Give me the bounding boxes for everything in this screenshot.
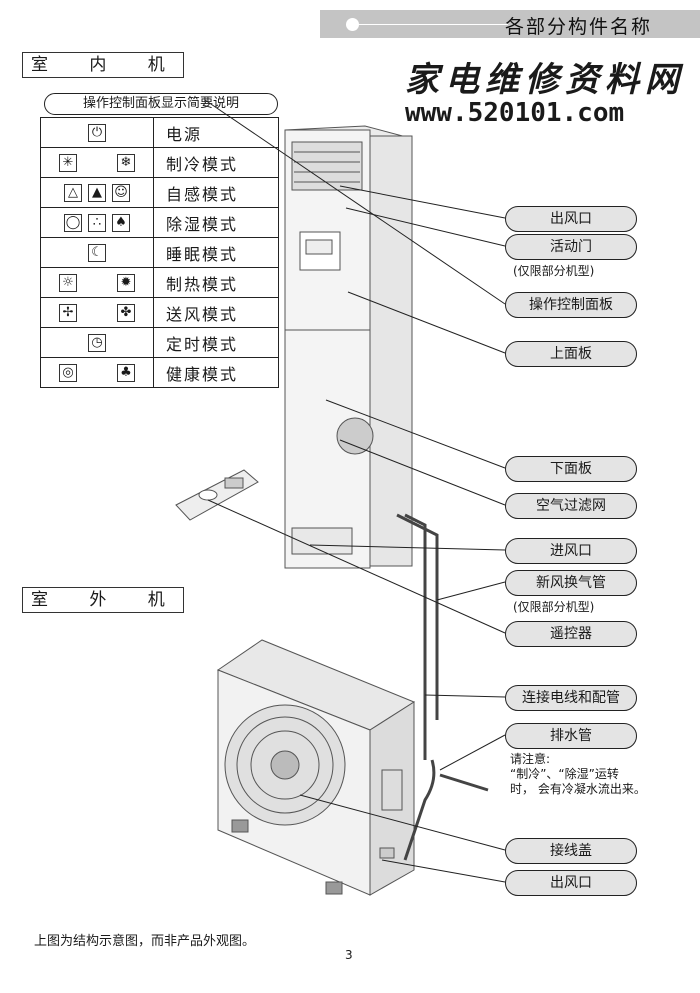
outdoor-air-outlet-callout: 出风口: [505, 870, 637, 896]
mode-icon-group: ☼: [56, 273, 80, 293]
mode-label: 睡眠模式: [153, 237, 279, 268]
lower-panel-callout: 下面板: [505, 456, 637, 482]
watermark-url: www.520101.com: [405, 98, 625, 128]
fresh-air-pipe-callout: 新风换气管: [505, 570, 637, 596]
upper-panel-callout: 上面板: [505, 341, 637, 367]
header-dot: [346, 18, 359, 31]
mode-icon-group: ✢: [56, 303, 80, 323]
drain-pipe-callout: 排水管: [505, 723, 637, 749]
air-outlet-callout: 出风口: [505, 206, 637, 232]
page-number: 3: [345, 948, 353, 962]
mode-icon-group: ◎: [56, 363, 80, 383]
fan-filled-icon: ✤: [117, 304, 135, 323]
mode-row: △▲☺自感模式: [40, 177, 279, 208]
header-line: [358, 24, 508, 25]
triangle-filled-icon: ▲: [88, 184, 106, 203]
power-icon: ⏻: [88, 124, 106, 143]
indoor-unit-label: 室 内 机: [22, 52, 184, 78]
mode-label: 定时模式: [153, 327, 279, 358]
tree-icon: ♣: [117, 364, 135, 383]
sun-filled-icon: ✹: [117, 274, 135, 293]
mode-icon-group: ◯ ∴ ♠: [61, 213, 133, 233]
snowflake-filled-icon: ❄: [117, 154, 135, 173]
drain-note-line1: 请注意:: [510, 752, 551, 766]
remote-control: [175, 469, 259, 521]
droplet-icon: ◯: [64, 214, 82, 233]
drain-note: 请注意: “制冷”、“除湿”运转 时， 会有冷凝水流出来。: [510, 752, 646, 797]
mode-row: ✳❄制冷模式: [40, 147, 279, 178]
leader-lines: [204, 99, 506, 883]
outdoor-unit-label: 室 外 机: [22, 587, 184, 613]
sun-outline-icon: ☼: [59, 274, 77, 293]
mode-label: 送风模式: [153, 297, 279, 328]
control-panel-callout: 操作控制面板: [505, 292, 637, 318]
air-inlet-callout: 进风口: [505, 538, 637, 564]
mode-icon-group: ✳: [56, 153, 80, 173]
mode-label: 除湿模式: [153, 207, 279, 238]
mode-icon-group: △ ▲ ☺: [61, 183, 133, 203]
mode-icons: △ ▲ ☺: [40, 177, 154, 208]
snowflake-outline-icon: ✳: [59, 154, 77, 173]
health-icon: ◎: [59, 364, 77, 383]
clock-icon: ◷: [88, 334, 106, 353]
footer-note: 上图为结构示意图，而非产品外观图。: [34, 934, 256, 949]
indoor-unit: [284, 125, 413, 569]
mode-row: ◎♣健康模式: [40, 357, 279, 388]
mode-icon-group: ◷: [85, 333, 109, 353]
triangle-outline-icon: △: [64, 184, 82, 203]
mode-icon-group: ♣: [114, 363, 138, 383]
mode-icons: ◎♣: [40, 357, 154, 388]
dry-icon: ♠: [112, 214, 130, 233]
feel-icon: ☺: [112, 184, 130, 203]
mode-icon-group: ⏻: [85, 123, 109, 143]
mode-icons: ◯ ∴ ♠: [40, 207, 154, 238]
mode-table: ⏻电源✳❄制冷模式△▲☺自感模式◯∴♠除湿模式☾睡眠模式☼✹制热模式✢✤送风模式…: [40, 117, 279, 388]
movable-door-note: (仅限部分机型): [513, 264, 595, 278]
mode-row: ◯ ∴ ♠ 除湿模式: [40, 207, 279, 238]
mode-row: ☾ 睡眠模式: [40, 237, 279, 268]
outdoor-unit: [216, 639, 416, 896]
mode-row: ☼✹制热模式: [40, 267, 279, 298]
drain-note-line2: “制冷”、“除湿”运转: [510, 767, 619, 781]
movable-door-callout: 活动门: [505, 234, 637, 260]
air-filter-callout: 空气过滤网: [505, 493, 637, 519]
watermark-chinese: 家电维修资料网: [405, 60, 685, 100]
mode-label: 健康模式: [153, 357, 279, 388]
mode-row: ✢ ✤ 送风模式: [40, 297, 279, 328]
wiring-piping-callout: 连接电线和配管: [505, 685, 637, 711]
dots-icon: ∴: [88, 214, 106, 233]
fan-outline-icon: ✢: [59, 304, 77, 323]
drain-note-line3: 时， 会有冷凝水流出来。: [510, 782, 646, 796]
mode-icon-group: ❄: [114, 153, 138, 173]
mode-icon-group: ✹: [114, 273, 138, 293]
moon-icon: ☾: [88, 244, 106, 263]
fresh-air-pipe-note: (仅限部分机型): [513, 600, 595, 614]
terminal-cover-callout: 接线盖: [505, 838, 637, 864]
mode-icons: ⏻: [40, 117, 154, 148]
page-title: 各部分构件名称: [505, 16, 653, 38]
pipes: [396, 513, 489, 861]
mode-icon-group: ☾: [85, 243, 109, 263]
mode-icon-group: ✤: [114, 303, 138, 323]
remote-control-callout: 遥控器: [505, 621, 637, 647]
mode-icons: ✳❄: [40, 147, 154, 178]
mode-label: 制冷模式: [153, 147, 279, 178]
